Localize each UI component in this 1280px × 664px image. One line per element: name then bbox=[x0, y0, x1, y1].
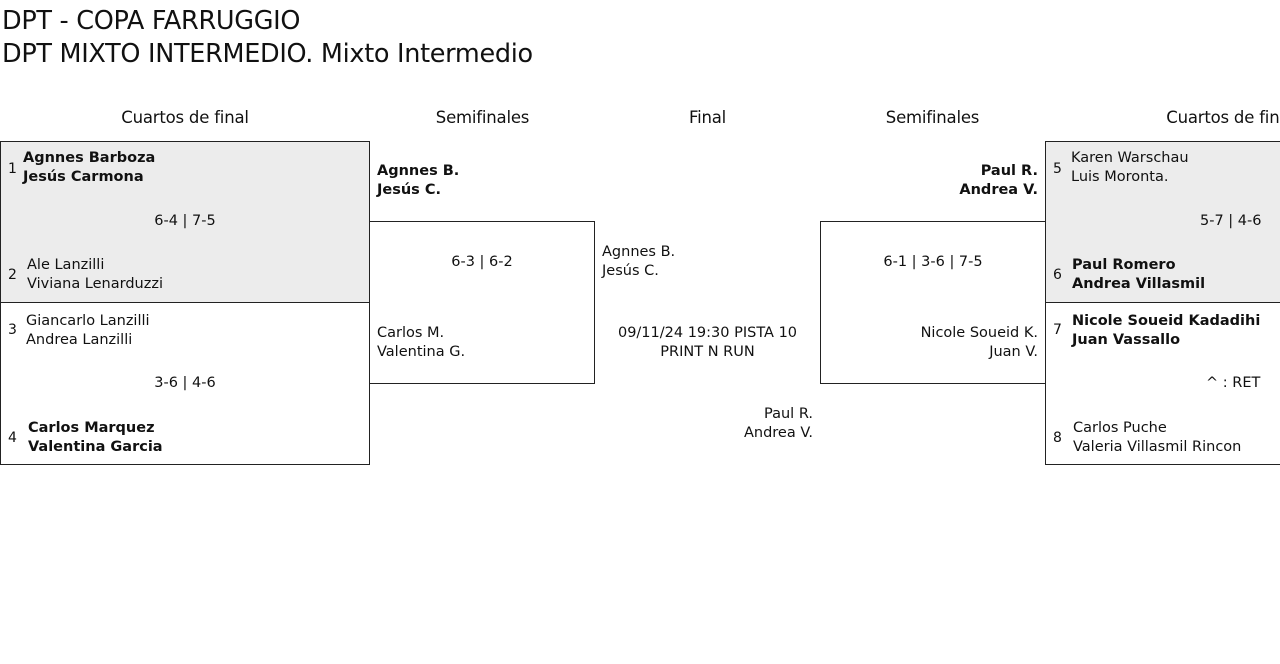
match-score: ^ : RET bbox=[1206, 375, 1261, 391]
player-name: Karen Warschau bbox=[1071, 150, 1189, 166]
player-name: Giancarlo Lanzilli bbox=[26, 313, 150, 329]
player-name: Juan V. bbox=[989, 344, 1038, 360]
match-score: 6-4 | 7-5 bbox=[154, 213, 216, 229]
team-carlos-valeria[interactable]: Carlos Puche Valeria Villasmil Rincon bbox=[1073, 419, 1241, 457]
player-name: Andrea Lanzilli bbox=[26, 332, 133, 348]
player-name: Luis Moronta. bbox=[1071, 169, 1169, 185]
right-quarterfinal-2[interactable]: 7 Nicole Soueid Kadadihi Juan Vassallo ^… bbox=[1045, 302, 1280, 465]
right-semifinal[interactable]: 6-1 | 3-6 | 7-5 Nicole Soueid K. Juan V. bbox=[820, 221, 1046, 384]
right-quarterfinal-1[interactable]: 5 Karen Warschau Luis Moronta. 5-7 | 4-6… bbox=[1045, 141, 1280, 303]
left-semifinal[interactable]: 6-3 | 6-2 Carlos M. Valentina G. bbox=[370, 221, 595, 384]
match-score: 3-6 | 4-6 bbox=[154, 375, 216, 391]
player-name: Jesús C. bbox=[602, 263, 659, 279]
player-name: Paul R. bbox=[980, 163, 1038, 179]
player-name: Juan Vassallo bbox=[1072, 332, 1181, 348]
player-name: Valentina Garcia bbox=[28, 439, 163, 455]
team-agnnes-jesus[interactable]: Agnnes Barboza Jesús Carmona bbox=[23, 149, 155, 187]
final-venue: PRINT N RUN bbox=[660, 344, 755, 360]
seed-number: 6 bbox=[1053, 267, 1062, 283]
player-name: Andrea V. bbox=[743, 425, 813, 441]
player-name: Paul R. bbox=[764, 406, 813, 422]
left-semi-team-top[interactable]: Agnnes B. Jesús C. bbox=[377, 162, 459, 200]
seed-number: 1 bbox=[8, 161, 17, 177]
player-name: Agnnes Barboza bbox=[23, 150, 156, 166]
player-name: Carlos Puche bbox=[1073, 420, 1167, 436]
player-name: Nicole Soueid Kadadihi bbox=[1072, 313, 1261, 329]
final-team-right[interactable]: Paul R. Andrea V. bbox=[744, 405, 813, 443]
match-score: 5-7 | 4-6 bbox=[1200, 213, 1262, 229]
player-name: Andrea V. bbox=[959, 182, 1038, 198]
team-ale-viviana[interactable]: Ale Lanzilli Viviana Lenarduzzi bbox=[27, 256, 163, 294]
left-semi-team-bottom[interactable]: Carlos M. Valentina G. bbox=[377, 324, 465, 362]
player-name: Nicole Soueid K. bbox=[920, 325, 1038, 341]
seed-number: 7 bbox=[1053, 322, 1062, 338]
player-name: Viviana Lenarduzzi bbox=[27, 276, 163, 292]
seed-number: 2 bbox=[8, 267, 17, 283]
team-giancarlo-andrea[interactable]: Giancarlo Lanzilli Andrea Lanzilli bbox=[26, 312, 150, 350]
team-nicole-juan[interactable]: Nicole Soueid Kadadihi Juan Vassallo bbox=[1072, 312, 1260, 350]
player-name: Agnnes B. bbox=[602, 244, 676, 260]
seed-number: 8 bbox=[1053, 430, 1062, 446]
seed-number: 5 bbox=[1053, 161, 1062, 177]
round-label-left-semis: Semifinales bbox=[435, 108, 530, 127]
left-quarterfinal-1[interactable]: 1 Agnnes Barboza Jesús Carmona 6-4 | 7-5… bbox=[0, 141, 370, 303]
player-name: Jesús Carmona bbox=[23, 169, 144, 185]
team-carlos-valentina[interactable]: Carlos Marquez Valentina Garcia bbox=[28, 419, 163, 457]
match-score: 6-3 | 6-2 bbox=[451, 254, 513, 270]
player-name: Paul Romero bbox=[1072, 257, 1176, 273]
player-name: Ale Lanzilli bbox=[27, 257, 105, 273]
team-karen-luis[interactable]: Karen Warschau Luis Moronta. bbox=[1071, 149, 1189, 187]
right-semi-team-top[interactable]: Paul R. Andrea V. bbox=[959, 162, 1038, 200]
seed-number: 3 bbox=[8, 322, 17, 338]
round-label-right-quarters: Cuartos de final bbox=[1166, 108, 1280, 127]
final-schedule: 09/11/24 19:30 PISTA 10 PRINT N RUN bbox=[595, 324, 820, 362]
player-name: Carlos M. bbox=[377, 325, 445, 341]
team-paul-andrea[interactable]: Paul Romero Andrea Villasmil bbox=[1072, 256, 1205, 294]
category-title: DPT MIXTO INTERMEDIO. Mixto Intermedio bbox=[2, 39, 533, 69]
player-name: Jesús C. bbox=[377, 182, 442, 198]
left-quarterfinal-2[interactable]: 3 Giancarlo Lanzilli Andrea Lanzilli 3-6… bbox=[0, 302, 370, 465]
round-label-left-quarters: Cuartos de final bbox=[121, 108, 249, 127]
round-label-right-semis: Semifinales bbox=[885, 108, 980, 127]
player-name: Valentina G. bbox=[377, 344, 466, 360]
player-name: Andrea Villasmil bbox=[1072, 276, 1206, 292]
round-label-final: Final bbox=[688, 108, 727, 127]
player-name: Valeria Villasmil Rincon bbox=[1073, 439, 1242, 455]
player-name: Agnnes B. bbox=[377, 163, 460, 179]
tournament-title: DPT - COPA FARRUGGIO bbox=[2, 6, 301, 36]
match-score: 6-1 | 3-6 | 7-5 bbox=[883, 254, 983, 270]
final-datetime: 09/11/24 19:30 PISTA 10 bbox=[617, 325, 798, 341]
player-name: Carlos Marquez bbox=[28, 420, 155, 436]
seed-number: 4 bbox=[8, 430, 17, 446]
final-team-left[interactable]: Agnnes B. Jesús C. bbox=[602, 243, 675, 281]
right-semi-team-bottom[interactable]: Nicole Soueid K. Juan V. bbox=[921, 324, 1038, 362]
